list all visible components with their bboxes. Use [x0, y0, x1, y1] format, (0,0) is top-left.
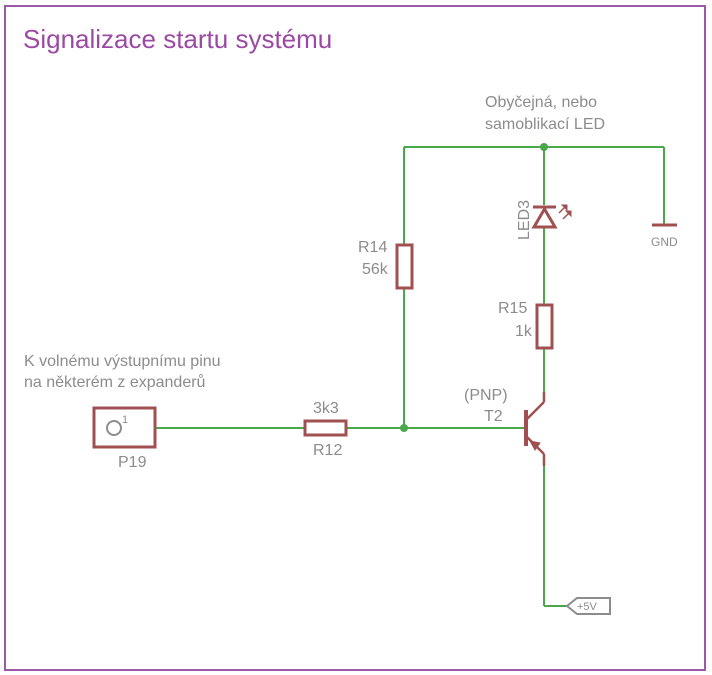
gnd-label: GND — [651, 235, 678, 249]
input-note-line2: na některém z expanderů — [24, 373, 205, 391]
led3-name: LED3 — [516, 200, 533, 240]
junction-top — [540, 143, 548, 151]
resistor-r12: 3k3 R12 — [303, 400, 348, 459]
r15-value: 1k — [515, 323, 533, 340]
led-led3: LED3 — [516, 200, 572, 240]
p19-pin-number: 1 — [122, 414, 128, 426]
transistor-t2: (PNP) T2 — [464, 387, 546, 466]
r12-name: R12 — [313, 442, 342, 459]
gnd-symbol: GND — [651, 223, 678, 249]
sheet-frame — [4, 5, 706, 671]
vcc-label: +5V — [577, 601, 598, 613]
led-triangle — [531, 206, 558, 229]
led-arrowhead-2 — [564, 210, 572, 218]
led-note-line1: Obyčejná, nebo — [485, 94, 597, 111]
sheet-title: Signalizace startu systému — [23, 24, 332, 54]
resistor-r14: R14 56k — [358, 239, 414, 290]
vcc-symbol: +5V — [565, 597, 611, 615]
p19-pin-circle — [106, 420, 122, 436]
t2-collector-leg — [525, 401, 545, 421]
r12-body — [303, 419, 348, 437]
r14-name: R14 — [358, 239, 387, 256]
connector-p19: 1 P19 — [92, 406, 157, 471]
vcc-flag — [565, 597, 611, 615]
r14-value: 56k — [362, 261, 389, 278]
r15-body — [535, 303, 554, 350]
t2-name: T2 — [484, 408, 503, 425]
led-arrowhead-1 — [560, 204, 568, 212]
t2-emitter-arrow — [529, 440, 541, 451]
r15-name: R15 — [498, 300, 527, 317]
p19-name: P19 — [118, 454, 147, 471]
junction-base — [400, 424, 408, 432]
t2-type: (PNP) — [464, 387, 508, 404]
led-note-line2: samoblikací LED — [485, 116, 605, 133]
r12-value: 3k3 — [313, 400, 339, 417]
wires — [155, 143, 665, 607]
input-note-line1: K volnému výstupnímu pinu — [24, 353, 221, 370]
resistor-r15: R15 1k — [498, 300, 554, 350]
r14-body — [395, 243, 414, 290]
p19-body — [92, 406, 157, 449]
